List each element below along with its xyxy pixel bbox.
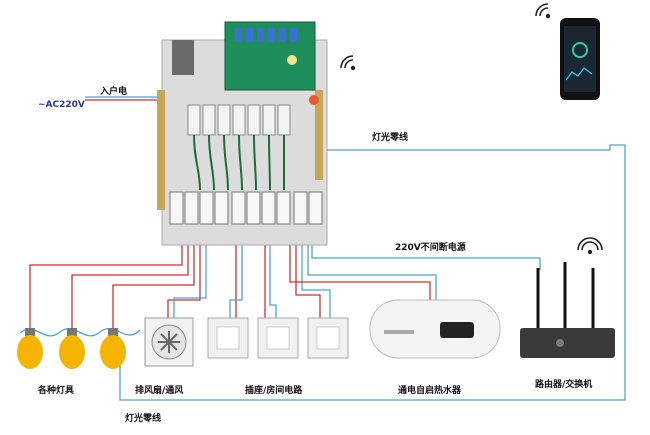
breaker-row — [169, 191, 323, 225]
right-terminal-strip — [315, 90, 323, 180]
water-heater-icon — [369, 299, 501, 359]
internal-wiring — [193, 134, 285, 191]
indicator-light — [309, 95, 319, 105]
lamp-live-wire-1 — [29, 235, 183, 330]
socket1-neutral-wire — [229, 235, 243, 318]
exhaust-fan-icon — [144, 317, 194, 367]
sockets-label: 插座/房间电路 — [245, 386, 303, 396]
lamp-neutral-link — [19, 327, 141, 337]
lamp-live-wire-3 — [112, 235, 195, 330]
router-icon — [520, 262, 615, 358]
router-label: 路由器/交换机 — [535, 380, 593, 390]
fan-live-wire — [167, 235, 201, 320]
lamp-1 — [17, 328, 43, 369]
fan-neutral-wire — [173, 235, 207, 320]
light-bulb-icon — [17, 328, 126, 369]
wifi-signal-icon-top — [535, 3, 551, 19]
water-heater-label: 通电自启热水器 — [398, 386, 462, 396]
light-neutral-bottom-label: 灯光零线 — [125, 414, 162, 424]
incoming-power-label: 入户电 — [100, 87, 128, 97]
wifi-signal-icon-router — [577, 237, 603, 255]
distribution-panel — [157, 21, 328, 246]
socket2-neutral-wire — [269, 235, 277, 318]
socket-3 — [307, 317, 349, 359]
lamps-label: 各种灯具 — [38, 386, 75, 396]
socket3-neutral-wire — [301, 235, 331, 318]
exhaust-fan-label: 排风扇/通风 — [135, 386, 184, 396]
smartphone-app-icon — [560, 18, 600, 100]
wall-socket-icon — [207, 317, 349, 359]
left-terminal-strip — [157, 90, 165, 210]
contactor-row — [187, 104, 291, 136]
wifi-signal-icon — [340, 55, 356, 71]
lamp-2 — [59, 328, 85, 369]
heater-live-wire — [289, 235, 431, 300]
wires — [19, 96, 626, 401]
light-neutral-right-label: 灯光零线 — [372, 133, 409, 143]
light-neutral-wire-right — [119, 144, 626, 401]
router-power-wire — [311, 235, 541, 270]
lamp-3 — [100, 328, 126, 369]
transformer — [172, 40, 194, 75]
socket3-live-wire — [295, 235, 321, 318]
socket-1 — [207, 317, 249, 359]
ac-input-label: ~AC220V — [38, 100, 85, 110]
uninterrupted-power-label: 220V不间断电源 — [395, 243, 466, 253]
relay-row — [235, 28, 297, 42]
board-led — [287, 55, 297, 65]
socket-2 — [257, 317, 299, 359]
heater-neutral-wire — [307, 235, 437, 300]
lamp-live-wire-2 — [71, 235, 189, 330]
